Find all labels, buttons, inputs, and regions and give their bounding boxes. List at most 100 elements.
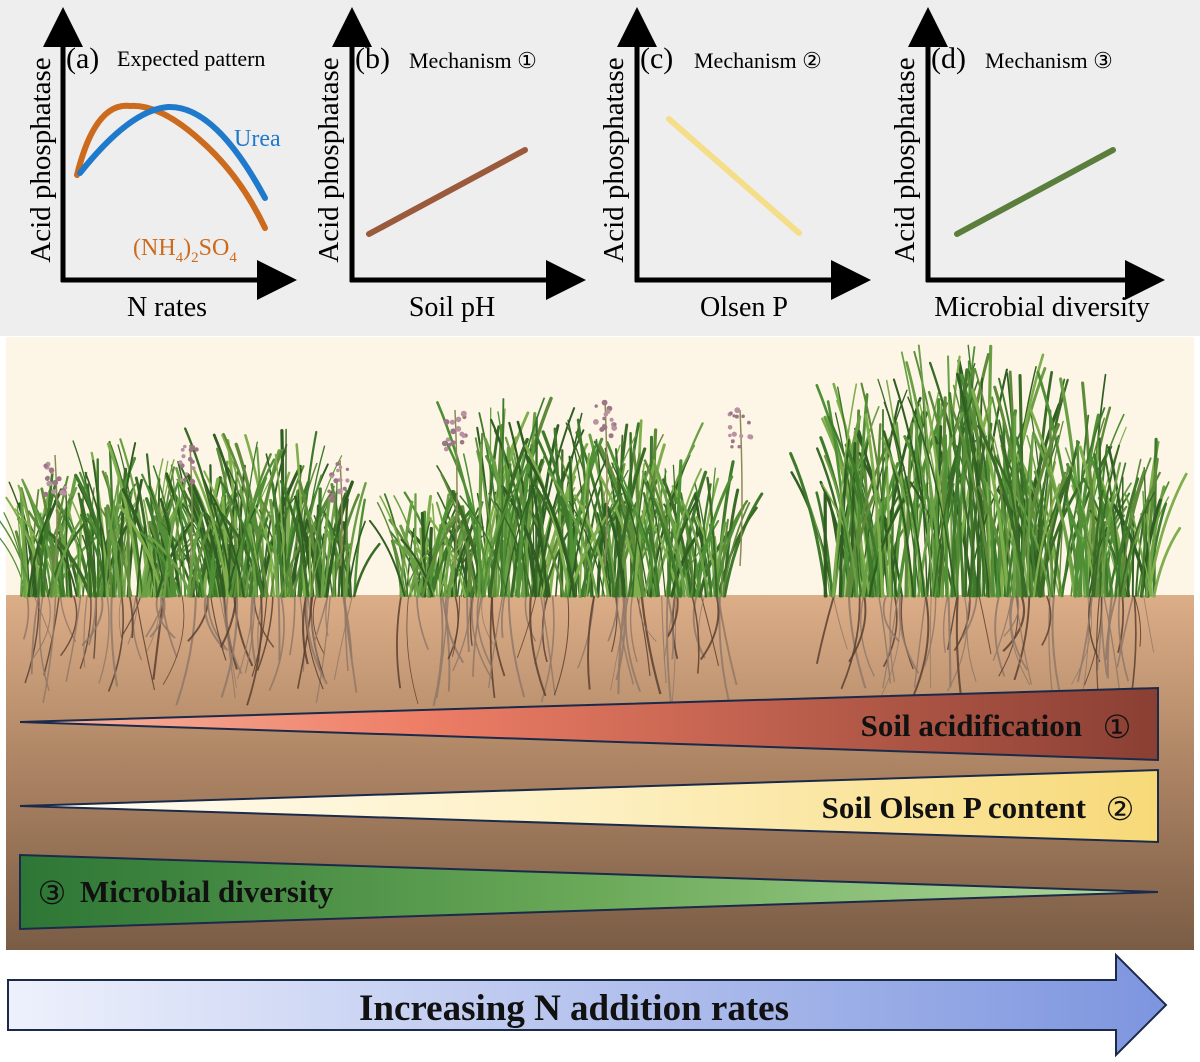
root-strand xyxy=(815,595,835,664)
grass-blade xyxy=(1091,489,1104,598)
root-strand xyxy=(607,595,619,642)
grass-blade xyxy=(932,379,979,597)
flower-floret xyxy=(330,474,334,479)
flower-floret xyxy=(345,478,350,483)
flower-floret xyxy=(459,439,465,445)
flower-floret xyxy=(342,486,347,491)
root-strand xyxy=(848,595,867,663)
root-strand xyxy=(155,595,176,639)
flower-floret xyxy=(184,472,189,476)
root-strand xyxy=(256,595,274,671)
flower-floret xyxy=(601,424,608,431)
root-strand xyxy=(1133,595,1142,647)
grass-blade xyxy=(644,481,681,598)
grass-blade xyxy=(227,504,259,597)
grass-blade xyxy=(694,483,713,597)
grass-blade xyxy=(652,422,704,598)
grass-blade xyxy=(96,458,100,598)
grass-blade xyxy=(92,459,106,597)
grass-blade xyxy=(516,420,549,598)
grass-blade xyxy=(653,462,686,598)
root-strand xyxy=(219,595,238,648)
root-strand xyxy=(128,595,134,639)
root-strand xyxy=(251,595,268,677)
grass-blade xyxy=(722,502,751,597)
flower-floret xyxy=(336,468,340,473)
grass-blade xyxy=(720,518,729,597)
root-strand xyxy=(1084,595,1102,686)
grass-blade xyxy=(1040,471,1072,598)
root-strand xyxy=(296,595,314,689)
grass-flower-heads xyxy=(43,399,754,567)
root-strand xyxy=(882,595,898,668)
root-strand xyxy=(307,595,321,671)
grass-blade xyxy=(504,468,542,597)
root-strand xyxy=(666,595,679,638)
grass-blade xyxy=(36,484,57,598)
grass-blade xyxy=(580,492,623,598)
grass-blade xyxy=(343,481,367,598)
flower-floret xyxy=(449,419,455,425)
flower-floret xyxy=(51,489,57,495)
grassland-vegetation xyxy=(0,344,1188,598)
root-strand xyxy=(1077,595,1094,683)
grass-blade xyxy=(117,503,164,598)
grass-blade xyxy=(379,495,413,597)
grass-blade xyxy=(79,498,97,598)
grass-blade xyxy=(596,502,608,598)
panel-c: (c) Mechanism ② Acid phosphatase Olsen P xyxy=(598,7,871,323)
grass-blade xyxy=(490,418,537,598)
grass-blade xyxy=(1037,492,1044,598)
root-strand xyxy=(225,595,243,674)
root-strand xyxy=(629,595,638,663)
root-strand xyxy=(288,595,296,656)
root-strand xyxy=(1009,595,1031,686)
grass-blade xyxy=(239,489,258,598)
soil-olsen-p-wedge: Soil Olsen P content ② xyxy=(19,768,1159,844)
grass-blade xyxy=(426,490,456,598)
grass-blade xyxy=(290,463,329,597)
root-strand xyxy=(79,595,92,670)
grass-blade xyxy=(547,469,599,598)
grass-blade xyxy=(108,440,116,598)
grass-blade xyxy=(244,434,276,598)
grass-blade xyxy=(297,518,323,598)
root-strand xyxy=(396,595,402,689)
root-strand xyxy=(697,595,705,653)
grass-blade xyxy=(308,537,312,597)
grass-blade xyxy=(134,476,154,598)
panel-d: (d) Mechanism ③ Acid phosphatase Microbi… xyxy=(889,7,1165,323)
root-strand xyxy=(992,595,1013,661)
flower-floret xyxy=(46,480,53,487)
grass-blade xyxy=(156,518,195,598)
root-strand xyxy=(611,595,618,653)
grass-blade xyxy=(104,506,113,598)
root-strand xyxy=(1081,595,1090,698)
grass-blade xyxy=(964,396,986,597)
root-strand xyxy=(24,595,40,684)
flower-floret xyxy=(747,420,751,425)
grass-blade xyxy=(832,383,858,597)
flower-floret xyxy=(594,404,598,408)
root-strand xyxy=(441,595,451,692)
grass-blade xyxy=(1119,491,1156,597)
panel-a-title: Expected pattern xyxy=(117,46,265,71)
root-strand xyxy=(882,595,899,689)
grass-blade xyxy=(968,435,988,598)
grass-blade xyxy=(1075,439,1083,598)
flower-floret xyxy=(734,414,739,419)
grass-blade xyxy=(695,475,734,598)
flower-floret xyxy=(732,414,736,418)
root-strand xyxy=(540,595,556,696)
grass-blade xyxy=(606,506,626,598)
flower-floret xyxy=(180,447,185,452)
root-strand xyxy=(220,595,239,698)
flower-stem xyxy=(54,454,58,567)
root-strand xyxy=(472,595,483,677)
root-strand xyxy=(998,595,1019,677)
root-strand xyxy=(277,595,281,661)
microbial-diversity-label: Microbial diversity xyxy=(80,874,334,909)
grass-blade xyxy=(977,424,1028,598)
flower-floret xyxy=(734,407,741,414)
root-strand xyxy=(692,595,706,659)
